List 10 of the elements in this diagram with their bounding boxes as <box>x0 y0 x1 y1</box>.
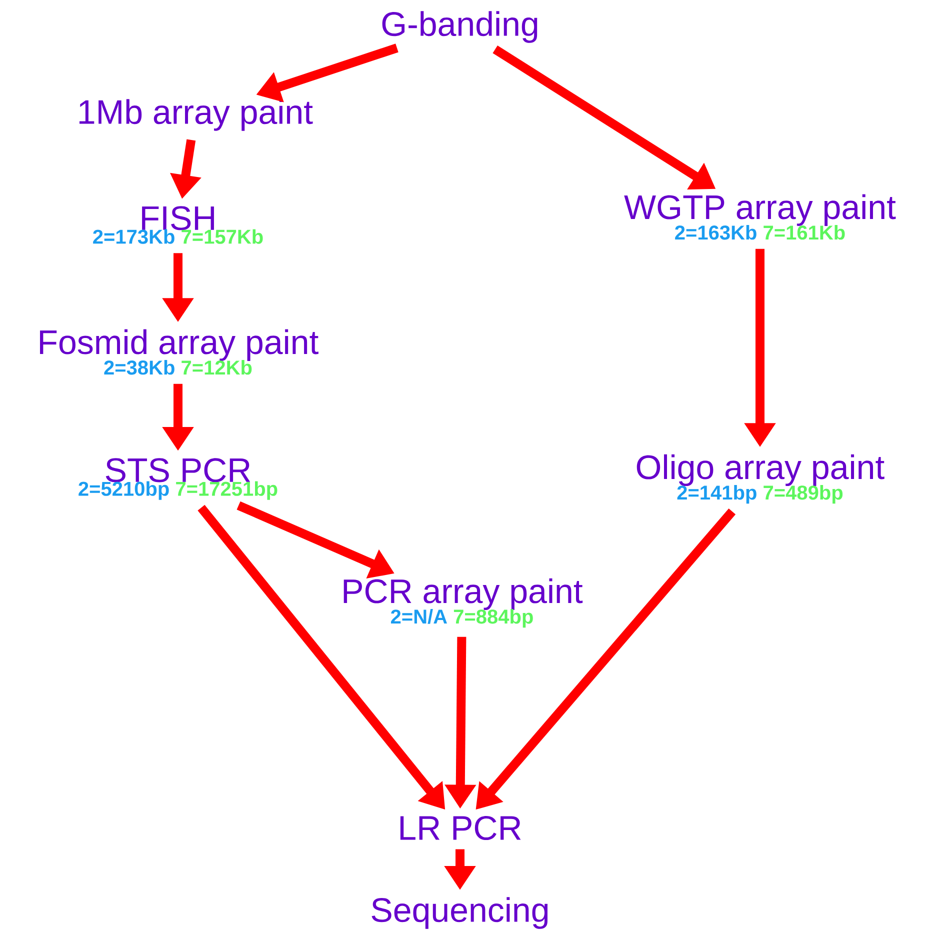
step-label: Oligo array paint 2=141bp 7=489bp <box>636 454 884 504</box>
step-label: FISH 2=173Kb 7=157Kb <box>93 206 263 244</box>
step-label: 1Mb array paint <box>79 99 313 131</box>
step-label: WGTP array paint 2=163Kb 7=161Kb <box>624 194 896 240</box>
step-label: G-banding <box>382 11 538 43</box>
step-label: Fosmid array paint 2=38Kb 7=12Kb <box>40 329 318 375</box>
step-label: STS PCR 2=5210bp 7=17251bp <box>78 458 278 500</box>
step-label: PCR array paint 2=N/A 7=884bp <box>344 578 583 628</box>
step-label: Sequencing <box>372 897 548 929</box>
step-label: LR PCR <box>400 816 521 840</box>
